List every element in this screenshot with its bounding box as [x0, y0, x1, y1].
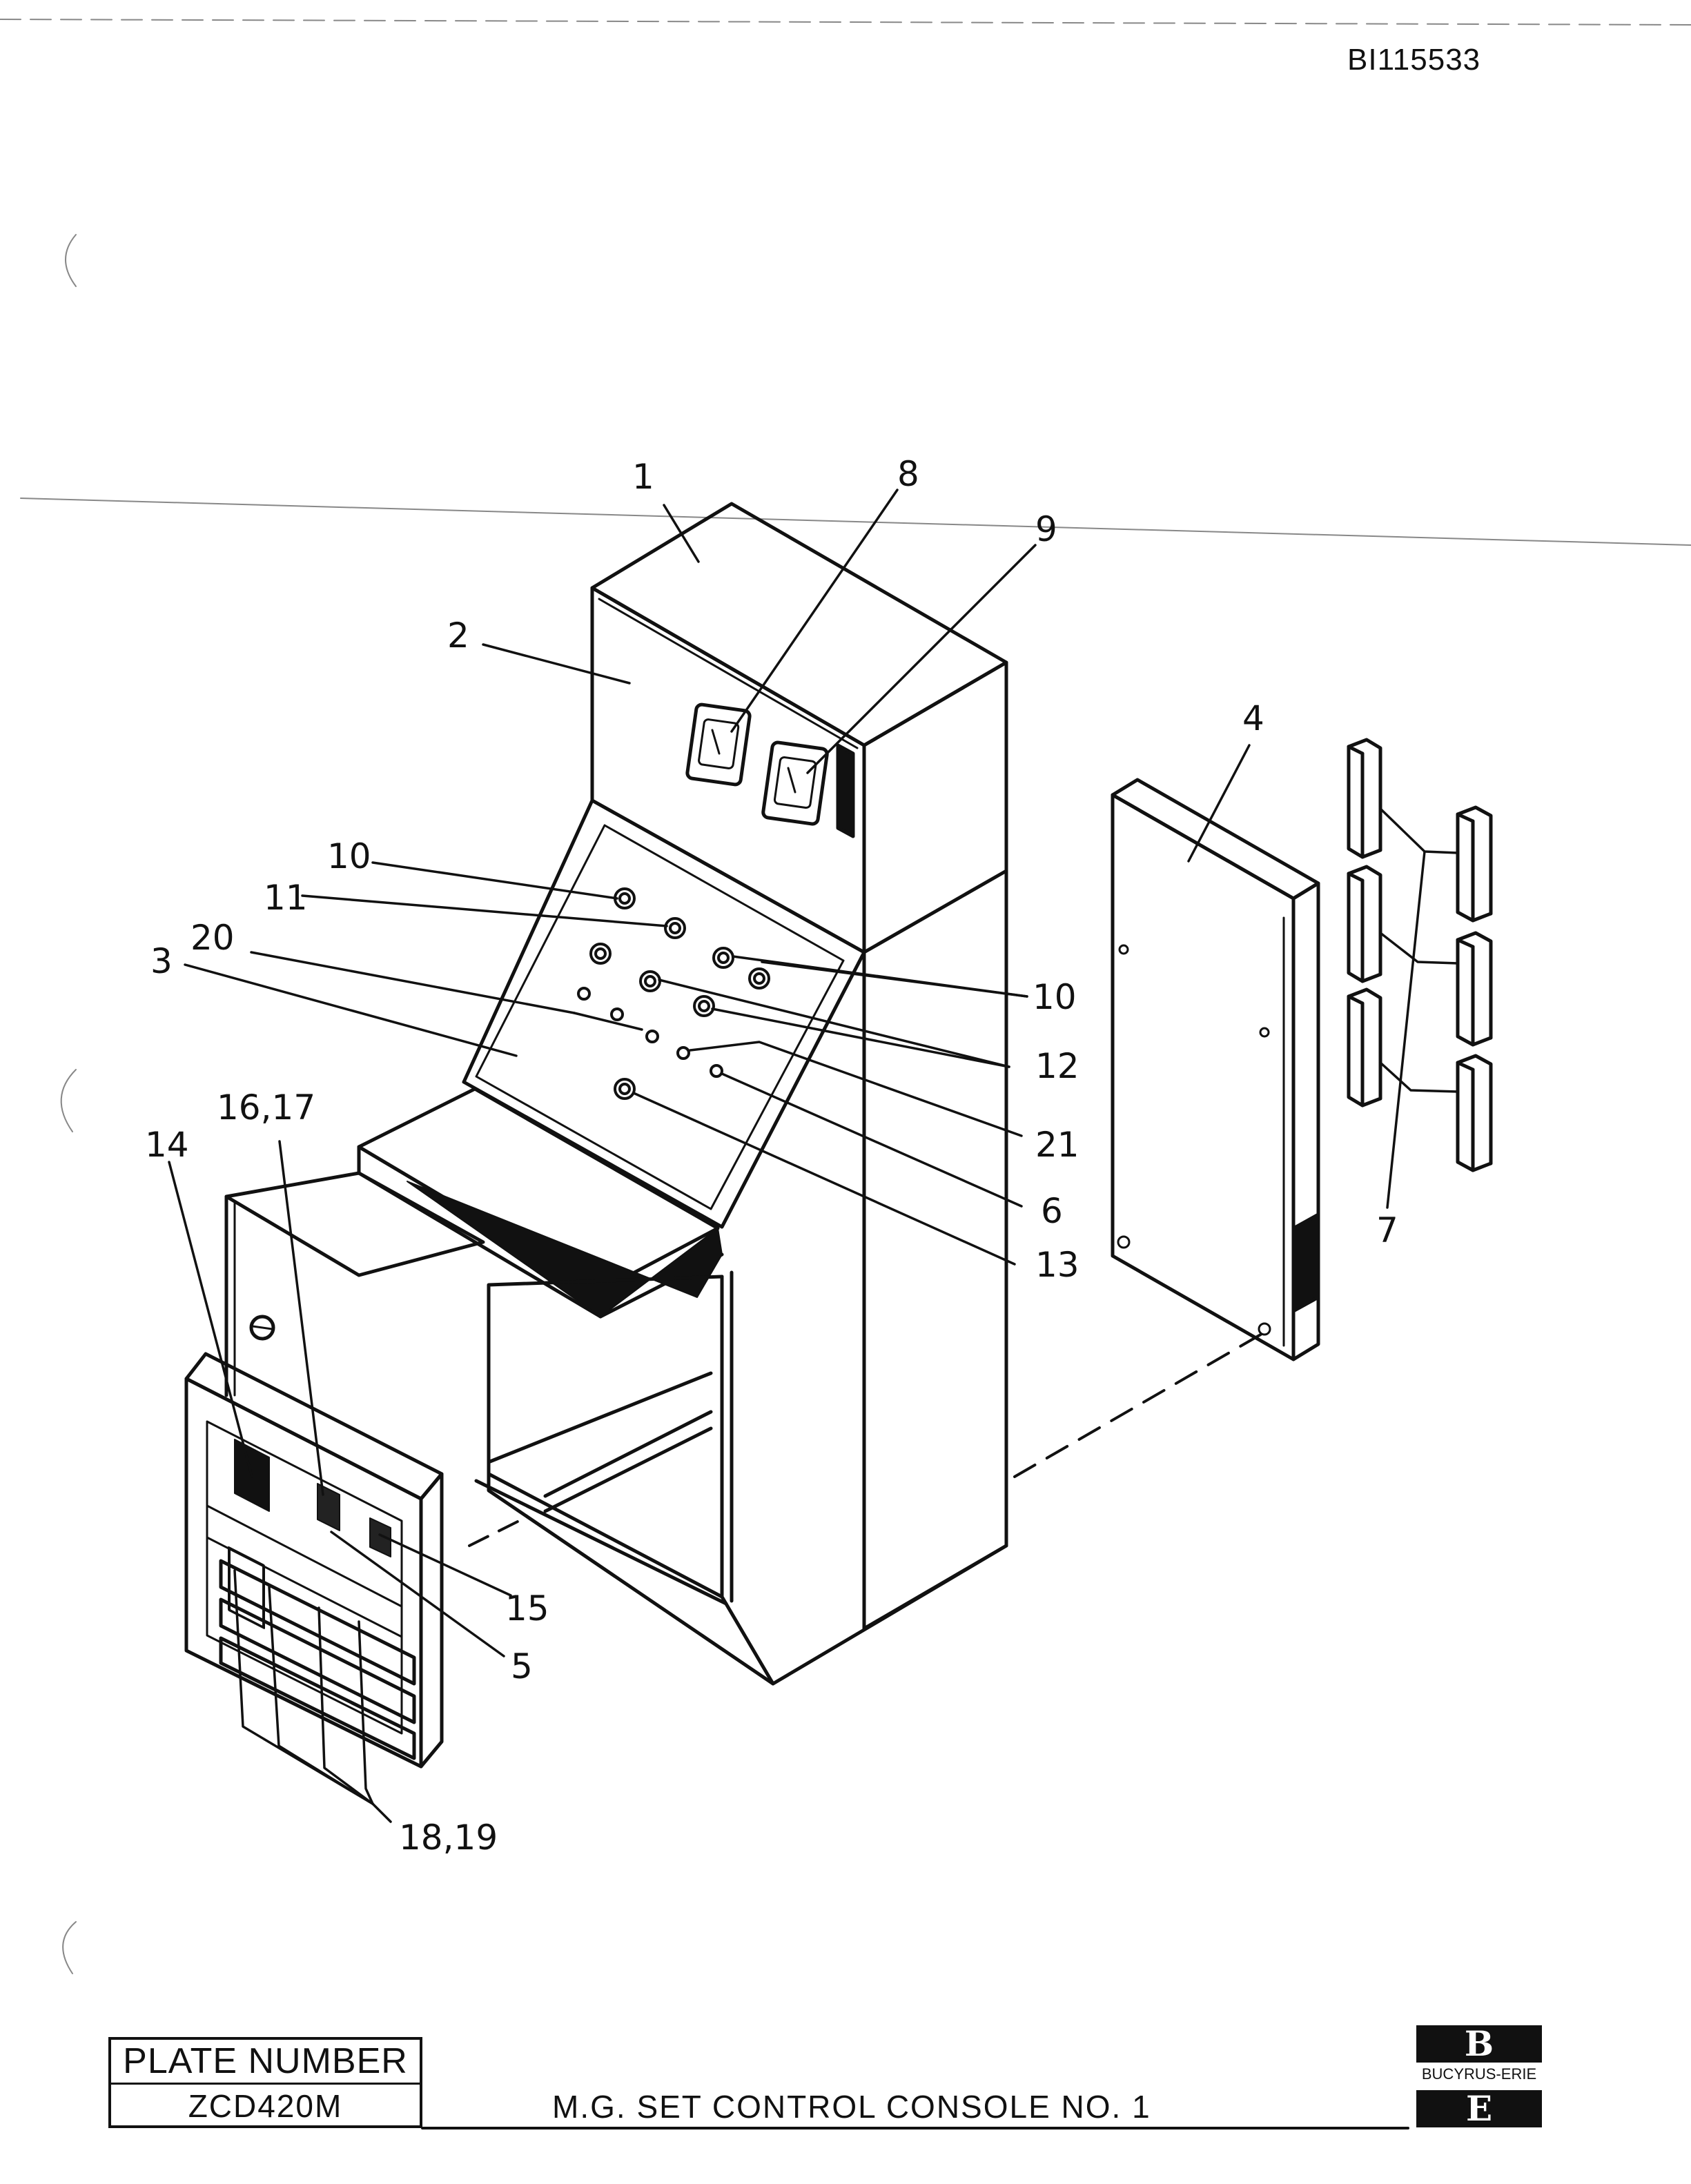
- console-cabinet: [357, 502, 1008, 1686]
- document-id: BI115533: [1347, 43, 1481, 77]
- logo-b-block: B: [1416, 2025, 1542, 2063]
- alignment-dashed-line: [1013, 1332, 1264, 1478]
- callout-10-left: 10: [327, 836, 371, 876]
- bucyrus-erie-logo: B BUCYRUS-ERIE E: [1416, 2025, 1542, 2143]
- callout-8: 8: [897, 454, 919, 494]
- callout-11: 11: [264, 878, 308, 918]
- callout-13: 13: [1035, 1245, 1079, 1285]
- plate-number-box: PLATE NUMBER ZCD420M: [108, 2037, 422, 2128]
- drawing-title: M.G. SET CONTROL CONSOLE NO. 1: [552, 2089, 1151, 2125]
- callout-4: 4: [1242, 698, 1264, 738]
- meter-8: [685, 702, 752, 787]
- logo-e-block: E: [1416, 2090, 1542, 2127]
- callout-21: 21: [1035, 1125, 1079, 1165]
- meter-9: [761, 740, 855, 838]
- callout-14: 14: [145, 1125, 189, 1165]
- callout-5: 5: [511, 1646, 533, 1686]
- callout-12: 12: [1035, 1046, 1079, 1086]
- callout-7: 7: [1376, 1210, 1398, 1250]
- leader-lines: [168, 489, 1459, 1823]
- plate-number-value: ZCD420M: [188, 2088, 343, 2124]
- callout-10-right: 10: [1033, 977, 1077, 1017]
- callout-2: 2: [447, 616, 469, 656]
- logo-company-name: BUCYRUS-ERIE: [1421, 2065, 1537, 2083]
- scan-artifacts: [0, 19, 1691, 1974]
- callout-1: 1: [632, 457, 654, 497]
- callout-9: 9: [1035, 509, 1057, 549]
- callout-16-17: 16,17: [217, 1088, 315, 1128]
- callout-20: 20: [190, 918, 235, 958]
- fuse-blocks-7: [1347, 738, 1493, 1172]
- panel-devices: [577, 887, 770, 1100]
- plate-number-label: PLATE NUMBER: [111, 2040, 420, 2085]
- callout-6: 6: [1041, 1191, 1063, 1231]
- callout-labels: 1 2 3 4 5 6 7 8 9 10 10 11 12 13 14 15 1…: [145, 454, 1398, 1858]
- rear-panel-4: [1111, 778, 1320, 1361]
- cabinet-door-open: [224, 1171, 485, 1397]
- callout-18-19: 18,19: [399, 1818, 498, 1858]
- callout-3: 3: [150, 941, 173, 981]
- lower-front-opening: [487, 1275, 724, 1599]
- callout-15: 15: [505, 1588, 549, 1629]
- control-panel-face: [462, 798, 866, 1229]
